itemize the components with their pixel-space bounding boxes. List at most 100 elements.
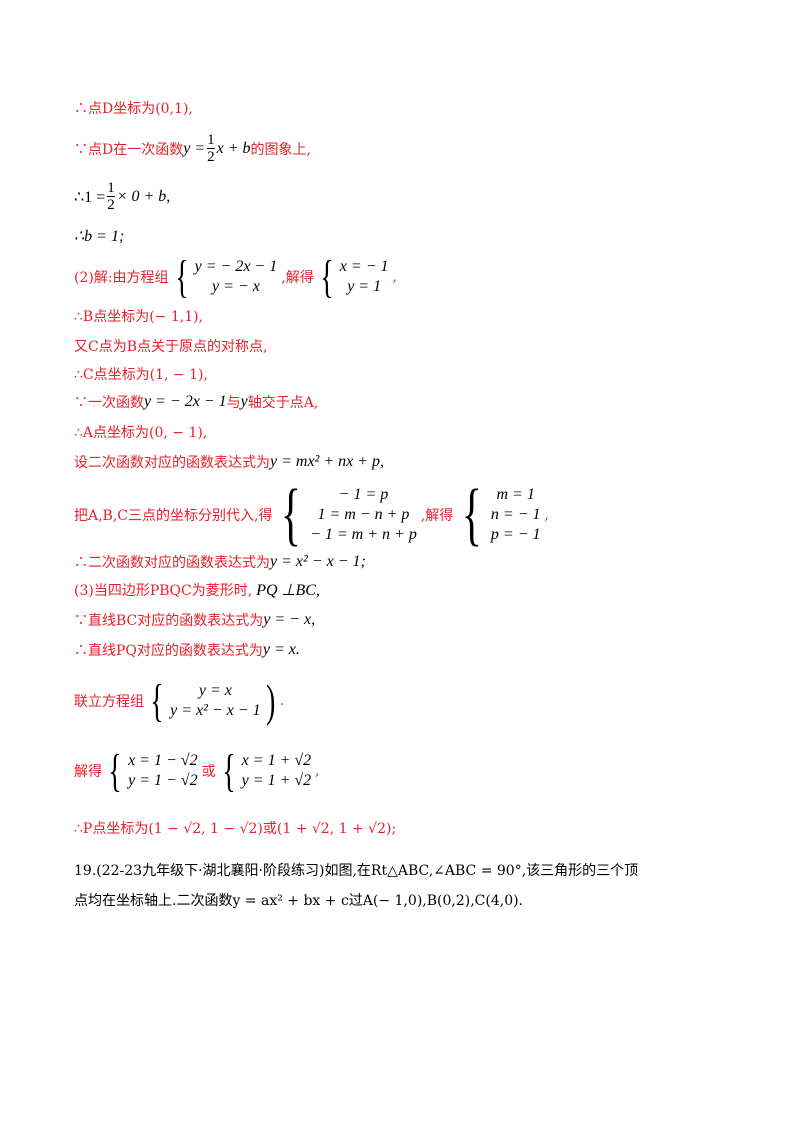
solution-line-2: ∵点D在一次函数 y = 1 2 x + b 的图象上, <box>74 132 311 165</box>
row: x = 1 + √2 <box>241 752 312 769</box>
formula: y = <box>183 139 206 157</box>
formula: ∴b = 1; <box>74 228 125 245</box>
row: 1 = m − n + p <box>317 506 410 523</box>
text: ∴B点坐标为(− 1,1), <box>74 309 204 325</box>
text: ∴P点坐标为(1 − √2, 1 − √2)或(1 + √2, 1 + √2); <box>74 821 397 837</box>
formula: y = − 2x − 1 <box>144 393 227 410</box>
equation-system: { x = − 1 y = 1 <box>316 254 391 300</box>
fraction: 1 2 <box>207 132 215 165</box>
denominator: 2 <box>207 149 215 165</box>
formula: × 0 + b, <box>116 187 171 205</box>
solution-line-4: ∴b = 1; <box>74 226 124 246</box>
formula: PQ ⊥BC, <box>256 582 320 599</box>
left-brace: { <box>320 251 334 302</box>
text: ∴A点坐标为(0, − 1), <box>74 425 208 441</box>
text: , <box>315 763 320 779</box>
formula: x + b <box>216 139 251 157</box>
text: , <box>392 269 397 285</box>
question-text: 19.(22-23九年级下·湖北襄阳·阶段练习)如图,在Rt△ABC,∠ABC … <box>74 863 639 879</box>
solution-line-16: ∴直线PQ对应的函数表达式为 y = x. <box>74 640 300 660</box>
formula: y = x² − x − 1; <box>270 553 366 570</box>
solution-line-7: 又C点为B点关于原点的对称点, <box>74 336 267 356</box>
numerator: 1 <box>107 180 115 197</box>
text: , <box>544 507 549 523</box>
text: 把A,B,C三点的坐标分别代入,得 <box>74 508 273 524</box>
left-brace: { <box>150 675 164 726</box>
formula: y = mx² + nx + p, <box>270 453 385 470</box>
question-text: 点均在坐标轴上.二次函数y = ax² + bx + c过A(− 1,0),B(… <box>74 893 524 909</box>
text: 轴交于点A, <box>247 395 319 411</box>
denominator: 2 <box>107 197 115 213</box>
solution-line-19: ∴P点坐标为(1 − √2, 1 − √2)或(1 + √2, 1 + √2); <box>74 818 396 838</box>
question-19-line-1: 19.(22-23九年级下·湖北襄阳·阶段练习)如图,在Rt△ABC,∠ABC … <box>74 860 638 880</box>
rows: m = 1 n = − 1 p = − 1 <box>489 480 543 550</box>
equation-system: { − 1 = p 1 = m − n + p − 1 = m + n + p <box>274 480 418 550</box>
numerator: 1 <box>207 132 215 149</box>
left-brace: { <box>108 745 122 796</box>
row: x = 1 − √2 <box>128 752 198 769</box>
row: − 1 = p <box>338 486 389 503</box>
row: y = 1 + √2 <box>241 772 312 789</box>
text: (2)解:由方程组 <box>74 270 169 286</box>
rows: y = x y = x² − x − 1 <box>168 678 263 724</box>
rows: x = 1 − √2 y = 1 − √2 <box>126 748 199 794</box>
text: (3)当四边形PBQC为菱形时, <box>74 583 253 599</box>
row: y = − x <box>212 278 260 295</box>
row: y = 1 <box>347 278 382 295</box>
text: ∴点D坐标为(0,1), <box>74 101 193 117</box>
solution-line-18: 解得 { x = 1 − √2 y = 1 − √2 或 { x = 1 + √… <box>74 748 320 794</box>
text: 或 <box>201 764 216 780</box>
formula: y = − x, <box>263 611 316 628</box>
rows: − 1 = p 1 = m − n + p − 1 = m + n + p <box>308 480 419 550</box>
equation-system: { x = 1 + √2 y = 1 + √2 <box>218 748 314 794</box>
right-brace: ) <box>265 675 275 726</box>
row: p = − 1 <box>490 526 541 543</box>
text: 设二次函数对应的函数表达式为 <box>74 455 270 471</box>
row: m = 1 <box>496 486 535 503</box>
text: ∴直线PQ对应的函数表达式为 <box>74 643 263 659</box>
text: ∵一次函数 <box>74 395 144 411</box>
rows: x = 1 + √2 y = 1 + √2 <box>240 748 313 794</box>
equation-system: { y = − 2x − 1 y = − x <box>171 254 280 300</box>
text: ∴C点坐标为(1, − 1), <box>74 367 208 383</box>
question-19-line-2: 点均在坐标轴上.二次函数y = ax² + bx + c过A(− 1,0),B(… <box>74 890 523 910</box>
solution-line-3: ∴1 = 1 2 × 0 + b, <box>74 180 170 213</box>
equation-system: { x = 1 − √2 y = 1 − √2 <box>104 748 200 794</box>
left-brace: { <box>221 745 236 796</box>
solution-line-15: ∵直线BC对应的函数表达式为 y = − x, <box>74 610 315 630</box>
row: y = x <box>198 682 232 699</box>
row: x = − 1 <box>339 258 389 275</box>
text: . <box>279 693 285 709</box>
text: ∵直线BC对应的函数表达式为 <box>74 613 264 629</box>
text: ∵点D在一次函数 <box>74 141 184 158</box>
text: ∴二次函数对应的函数表达式为 <box>74 555 270 571</box>
solution-line-9: ∵一次函数 y = − 2x − 1 与 y 轴交于点A, <box>74 392 318 412</box>
solution-line-5: (2)解:由方程组 { y = − 2x − 1 y = − x ,解得 { x… <box>74 254 397 300</box>
row: y = 1 − √2 <box>128 772 198 789</box>
solution-line-6: ∴B点坐标为(− 1,1), <box>74 306 203 326</box>
text: 又C点为B点关于原点的对称点, <box>74 339 268 355</box>
formula: y <box>240 393 248 410</box>
rows: x = − 1 y = 1 <box>338 254 391 300</box>
solution-line-17: 联立方程组 { y = x y = x² − x − 1 ) . <box>74 678 284 724</box>
formula: ∴1 = <box>74 188 106 206</box>
row: y = x² − x − 1 <box>170 702 261 719</box>
equation-system: { y = x y = x² − x − 1 ) <box>146 678 278 724</box>
solution-line-14: (3)当四边形PBQC为菱形时, PQ ⊥BC, <box>74 580 320 600</box>
row: y = − 2x − 1 <box>194 258 278 275</box>
solution-line-12: 把A,B,C三点的坐标分别代入,得 { − 1 = p 1 = m − n + … <box>74 480 549 550</box>
fraction: 1 2 <box>107 180 115 213</box>
left-brace: { <box>174 251 189 302</box>
equation-system: { m = 1 n = − 1 p = − 1 <box>455 480 542 550</box>
rows: y = − 2x − 1 y = − x <box>193 254 280 300</box>
solution-line-13: ∴二次函数对应的函数表达式为 y = x² − x − 1; <box>74 552 366 572</box>
text: 联立方程组 <box>74 694 144 710</box>
row: − 1 = m + n + p <box>310 526 417 543</box>
text: 的图象上, <box>250 141 311 158</box>
solution-line-8: ∴C点坐标为(1, − 1), <box>74 364 208 384</box>
row: n = − 1 <box>490 506 541 523</box>
text: ,解得 <box>420 508 454 524</box>
formula: y = x. <box>262 641 300 658</box>
solution-line-1: ∴点D坐标为(0,1), <box>74 98 193 118</box>
text: 与 <box>226 395 241 411</box>
